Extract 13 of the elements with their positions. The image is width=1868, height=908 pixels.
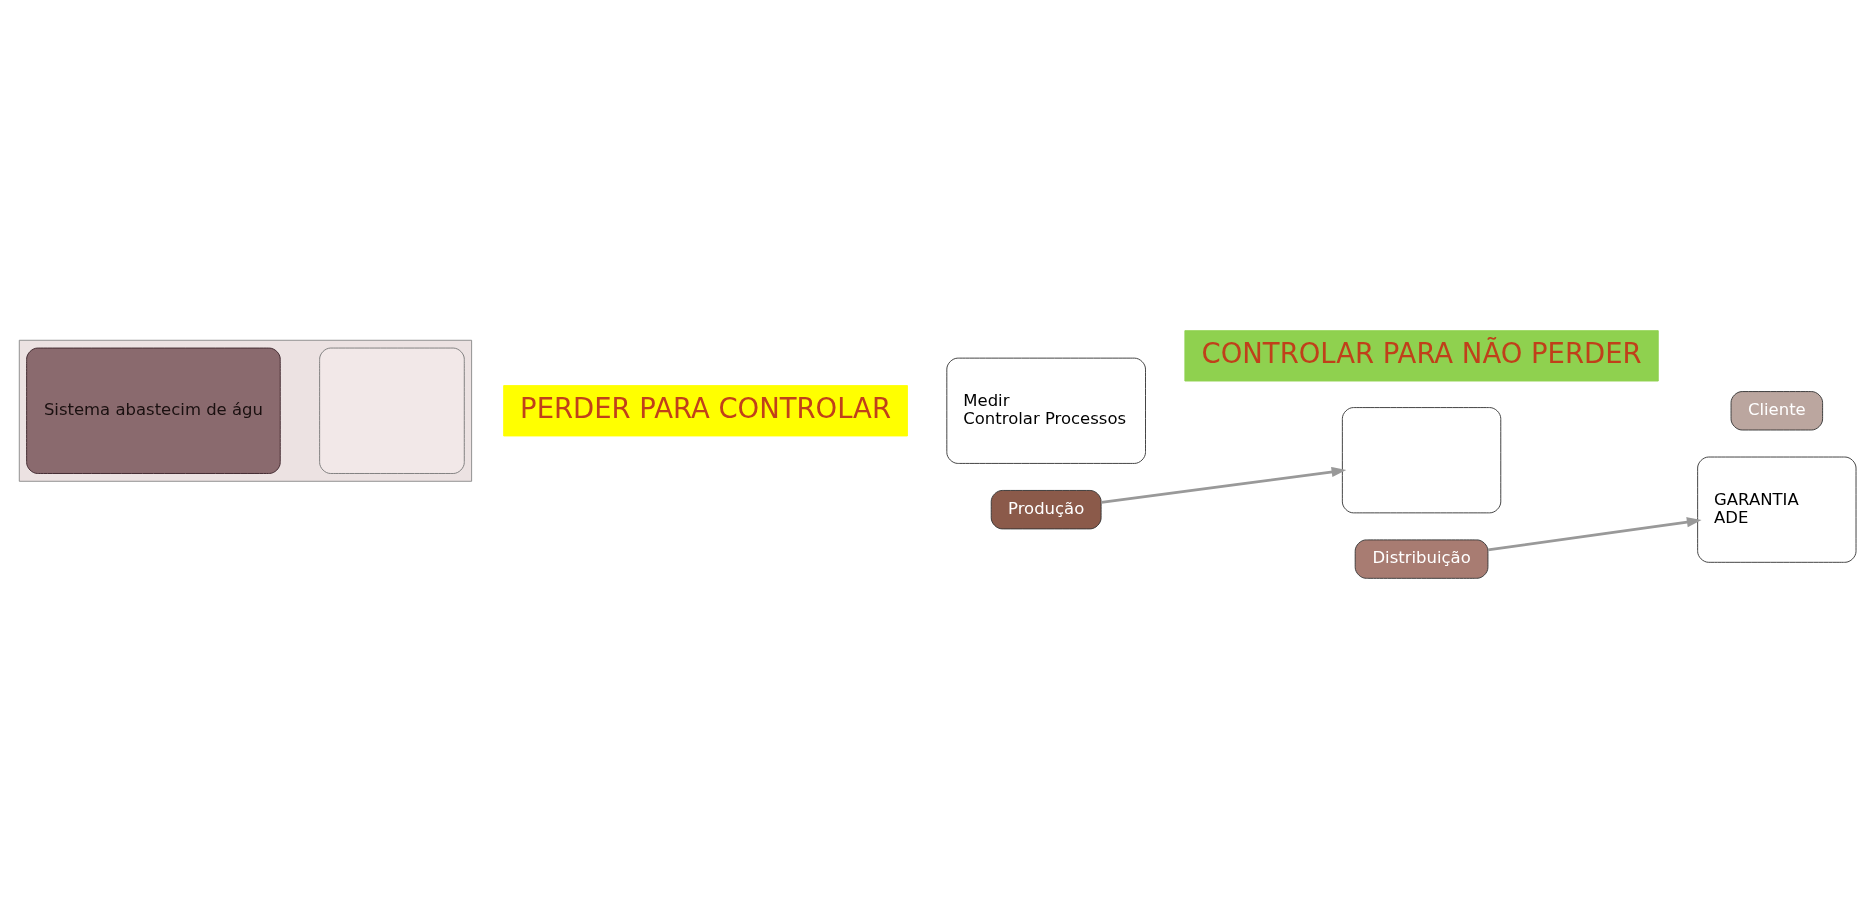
node-box: CONTROLAR PARA NÃO PERDER <box>1184 329 1659 381</box>
arrow <box>1487 516 1702 551</box>
node-box <box>1341 406 1502 513</box>
node-box: Cliente <box>1730 390 1824 430</box>
node-box: Distribuição <box>1354 538 1489 579</box>
node-box: Produção <box>990 489 1102 529</box>
node-box: Sistema abastecim de águ <box>26 347 281 474</box>
node-box <box>319 347 465 474</box>
cluster <box>18 339 473 482</box>
node-box: Medir Controlar Processos <box>946 357 1146 464</box>
node-box: PERDER PARA CONTROLAR <box>503 384 908 436</box>
arrow <box>1101 466 1347 504</box>
node-box: GARANTIA ADE <box>1697 456 1857 563</box>
